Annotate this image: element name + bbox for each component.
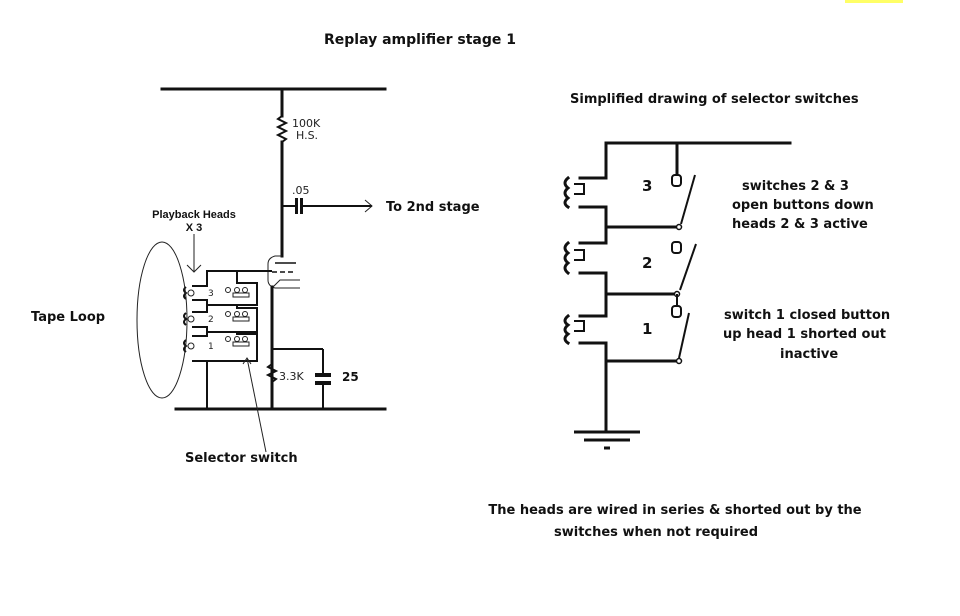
wire	[578, 205, 608, 245]
highlight-mark	[845, 0, 903, 3]
right-circuit: Simplified drawing of selector switches …	[563, 92, 890, 450]
head-link-2-1	[192, 326, 208, 337]
switch-number-2: 2	[642, 254, 652, 272]
head-2-icon	[563, 240, 585, 276]
resistor-100k-value: 100K	[292, 117, 321, 130]
ground-icon	[574, 430, 640, 450]
arrow-up-icon	[242, 357, 252, 365]
output-label: To 2nd stage	[386, 200, 480, 215]
head-number-1: 1	[208, 342, 214, 352]
selector-switch-3-icon	[225, 287, 250, 298]
note-open-line-2: open buttons down	[732, 198, 874, 213]
resistor-100k-icon	[275, 115, 289, 143]
valve-cathode	[272, 279, 300, 288]
head-1-icon	[563, 313, 585, 346]
tape-loop-icon	[136, 241, 188, 399]
capacitor-plate	[295, 198, 298, 214]
switch-1-closed-icon	[671, 294, 690, 365]
diagram-title: Replay amplifier stage 1	[324, 32, 516, 48]
playback-heads-count: X 3	[186, 222, 203, 234]
head-3-icon	[563, 175, 585, 210]
playback-heads-label: Playback Heads	[152, 209, 236, 221]
note-closed-line-2: up head 1 shorted out	[723, 327, 886, 342]
wire	[578, 341, 608, 432]
note-closed-line-1: switch 1 closed button	[724, 308, 890, 323]
footer-line-1: The heads are wired in series & shorted …	[488, 503, 861, 518]
switch-2-open-icon	[671, 241, 697, 298]
switch-top-rail	[604, 141, 792, 180]
head-number-3: 3	[208, 289, 214, 299]
capacitor-plate	[315, 373, 331, 377]
arrow-down-icon	[186, 264, 202, 273]
head-link-3-2	[192, 299, 208, 313]
switch-number-1: 1	[642, 320, 652, 338]
selector-switch-2-icon	[225, 311, 250, 322]
selector-switch-1-icon	[225, 336, 250, 347]
resistor-3-3k-icon	[265, 363, 279, 383]
capacitor-plate	[300, 198, 303, 214]
playback-head-2-icon	[183, 312, 195, 326]
cathode-cap-value: 25	[342, 370, 359, 384]
selector-pointer	[246, 357, 267, 453]
switch2-loop	[207, 305, 258, 333]
switch3-loop	[207, 271, 258, 306]
cathode-resistor-value: 3.3K	[279, 370, 304, 383]
coupling-cap-value: .05	[292, 184, 310, 197]
right-title: Simplified drawing of selector switches	[570, 92, 859, 107]
capacitor-plate	[315, 381, 331, 385]
switch-3-open-icon	[671, 174, 696, 231]
tape-loop-label: Tape Loop	[31, 310, 105, 325]
grid-wire	[192, 270, 272, 287]
switch-number-3: 3	[642, 177, 652, 195]
wire	[578, 271, 608, 318]
footer-line-2: switches when not required	[554, 525, 758, 540]
head-number-2: 2	[208, 315, 214, 325]
note-open-line-3: heads 2 & 3 active	[732, 217, 868, 232]
selector-switch-label: Selector switch	[185, 451, 298, 466]
switch1-loop	[236, 332, 258, 361]
left-circuit: 100K H.S. .05 To 2nd stage 25 3.3K	[31, 87, 480, 466]
resistor-100k-note: H.S.	[296, 129, 318, 142]
arrow-right-icon	[364, 199, 373, 213]
note-open-line-1: switches 2 & 3	[742, 179, 849, 194]
note-closed-line-3: inactive	[780, 347, 838, 362]
